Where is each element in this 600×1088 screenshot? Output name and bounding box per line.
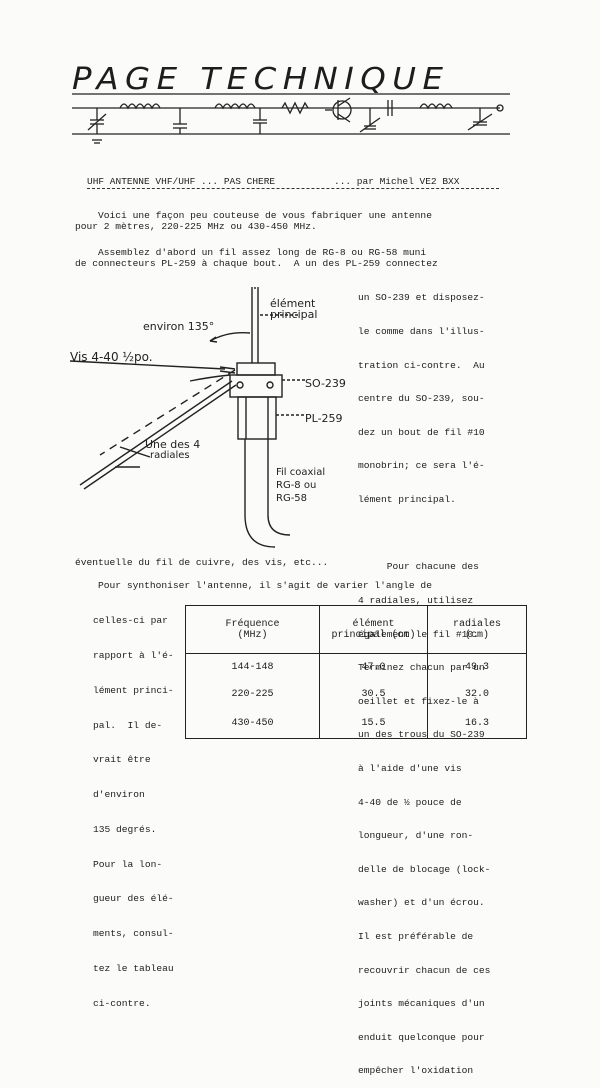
continuation-line: éventuelle du fil de cuivre, des vis, et… (75, 557, 329, 568)
left-line: lément princi- (93, 684, 174, 696)
cell-element: 47.0 (319, 653, 428, 681)
cell-radiales: 49.3 (427, 653, 527, 681)
right-line: monobrin; ce sera l'é- (358, 460, 485, 472)
label-radiales-2: radiales (150, 450, 190, 461)
label-coax-1: Fil coaxial (276, 467, 326, 478)
page-title: PAGE TECHNIQUE (72, 62, 450, 97)
right-line: un SO-239 et disposez- (358, 292, 485, 304)
right-line: Il est préférable de (358, 930, 474, 942)
cell-frequency: 220-225 (185, 681, 320, 708)
left-line: ments, consul- (93, 928, 174, 940)
left-line: celles-ci par (93, 615, 168, 627)
right-line: tration ci-contre. Au (358, 359, 485, 371)
right-line (358, 528, 490, 539)
label-coax-2: RG-8 ou (276, 480, 317, 491)
right-line: lément principal. (358, 494, 456, 506)
left-line: ci-contre. (93, 997, 151, 1009)
synth-first-line: Pour synthoniser l'antenne, il s'agit de… (75, 580, 432, 591)
right-line: recouvrir chacun de ces (358, 964, 491, 976)
left-column-text: celles-ci par rapport à l'é- lément prin… (93, 592, 174, 1021)
right-line: 4 radiales, utilisez (358, 594, 474, 606)
label-vis-screw: Vis 4-40 ½po. (70, 350, 153, 364)
left-line: d'environ (93, 789, 145, 801)
cell-frequency: 430-450 (185, 708, 320, 739)
left-line: pal. Il de- (93, 719, 163, 731)
right-line: 4-40 de ½ pouce de (358, 796, 462, 808)
label-radiales-1: Une des 4 (145, 438, 201, 451)
right-line: dez un bout de fil #10 (358, 426, 485, 438)
element-length-table: Fréquence (MHz) élément principal (cm) r… (185, 605, 527, 739)
table-header-row: Fréquence (MHz) élément principal (cm) r… (185, 605, 527, 654)
assembly-line-2: de connecteurs PL-259 à chaque bout. A u… (75, 258, 438, 270)
cell-frequency: 144-148 (185, 653, 320, 681)
label-element: élément (270, 297, 316, 310)
right-line: le comme dans l'illus- (358, 326, 485, 338)
left-line: vrait être (93, 754, 151, 766)
cell-radiales: 32.0 (427, 681, 527, 708)
right-line: à l'aide d'une vis (358, 762, 462, 774)
header-radiales: radiales (cm) (427, 605, 527, 654)
article-title: UHF ANTENNE VHF/UHF ... PAS CHERE (87, 176, 276, 187)
label-environ-angle: environ 135° (143, 320, 215, 333)
table-row: 430-450 15.5 16.3 (185, 708, 527, 739)
left-line: rapport à l'é- (93, 649, 174, 661)
right-line: empêcher l'oxidation (358, 1065, 474, 1077)
left-line: 135 degrés. (93, 823, 157, 835)
header-frequency: Fréquence (MHz) (185, 605, 320, 654)
table-row: 220-225 30.5 32.0 (185, 681, 527, 708)
circuit-schematic-banner (72, 93, 510, 144)
cell-radiales: 16.3 (427, 708, 527, 739)
byline-underline (87, 188, 499, 189)
cell-element: 30.5 (319, 681, 428, 708)
right-line: joints mécaniques d'un (358, 998, 485, 1010)
cell-element: 15.5 (319, 708, 428, 739)
intro-paragraph: Voici une façon peu couteuse de vous fab… (75, 210, 432, 233)
left-line: gueur des élé- (93, 893, 174, 905)
header-element-principal: élément principal (cm) (319, 605, 428, 654)
right-line: washer) et d'un écrou. (358, 897, 485, 909)
antenna-diagram (69, 285, 305, 548)
article-author: ... par Michel VE2 BXX (334, 176, 460, 187)
label-pl259: PL-259 (305, 412, 343, 425)
intro-line-2: pour 2 mètres, 220-225 MHz ou 430-450 MH… (75, 221, 317, 233)
intro-line-1: Voici une façon peu couteuse de vous fab… (75, 210, 432, 221)
right-line: longueur, d'une ron- (358, 830, 474, 842)
label-principal: principal (270, 308, 318, 321)
left-line: tez le tableau (93, 963, 174, 974)
right-line: delle de blocage (lock- (358, 863, 491, 875)
right-line: centre du SO-239, sou- (358, 393, 485, 405)
right-line: Pour chacune des (358, 561, 479, 573)
right-line: enduit quelconque pour (358, 1031, 485, 1043)
table-row: 144-148 47.0 49.3 (185, 653, 527, 681)
assembly-paragraph: Assemblez d'abord un fil assez long de R… (75, 247, 438, 270)
left-line: Pour la lon- (93, 858, 163, 870)
label-coax-3: RG-58 (276, 493, 308, 504)
assembly-line-1: Assemblez d'abord un fil assez long de R… (75, 247, 427, 258)
label-so239: SO-239 (305, 377, 346, 390)
